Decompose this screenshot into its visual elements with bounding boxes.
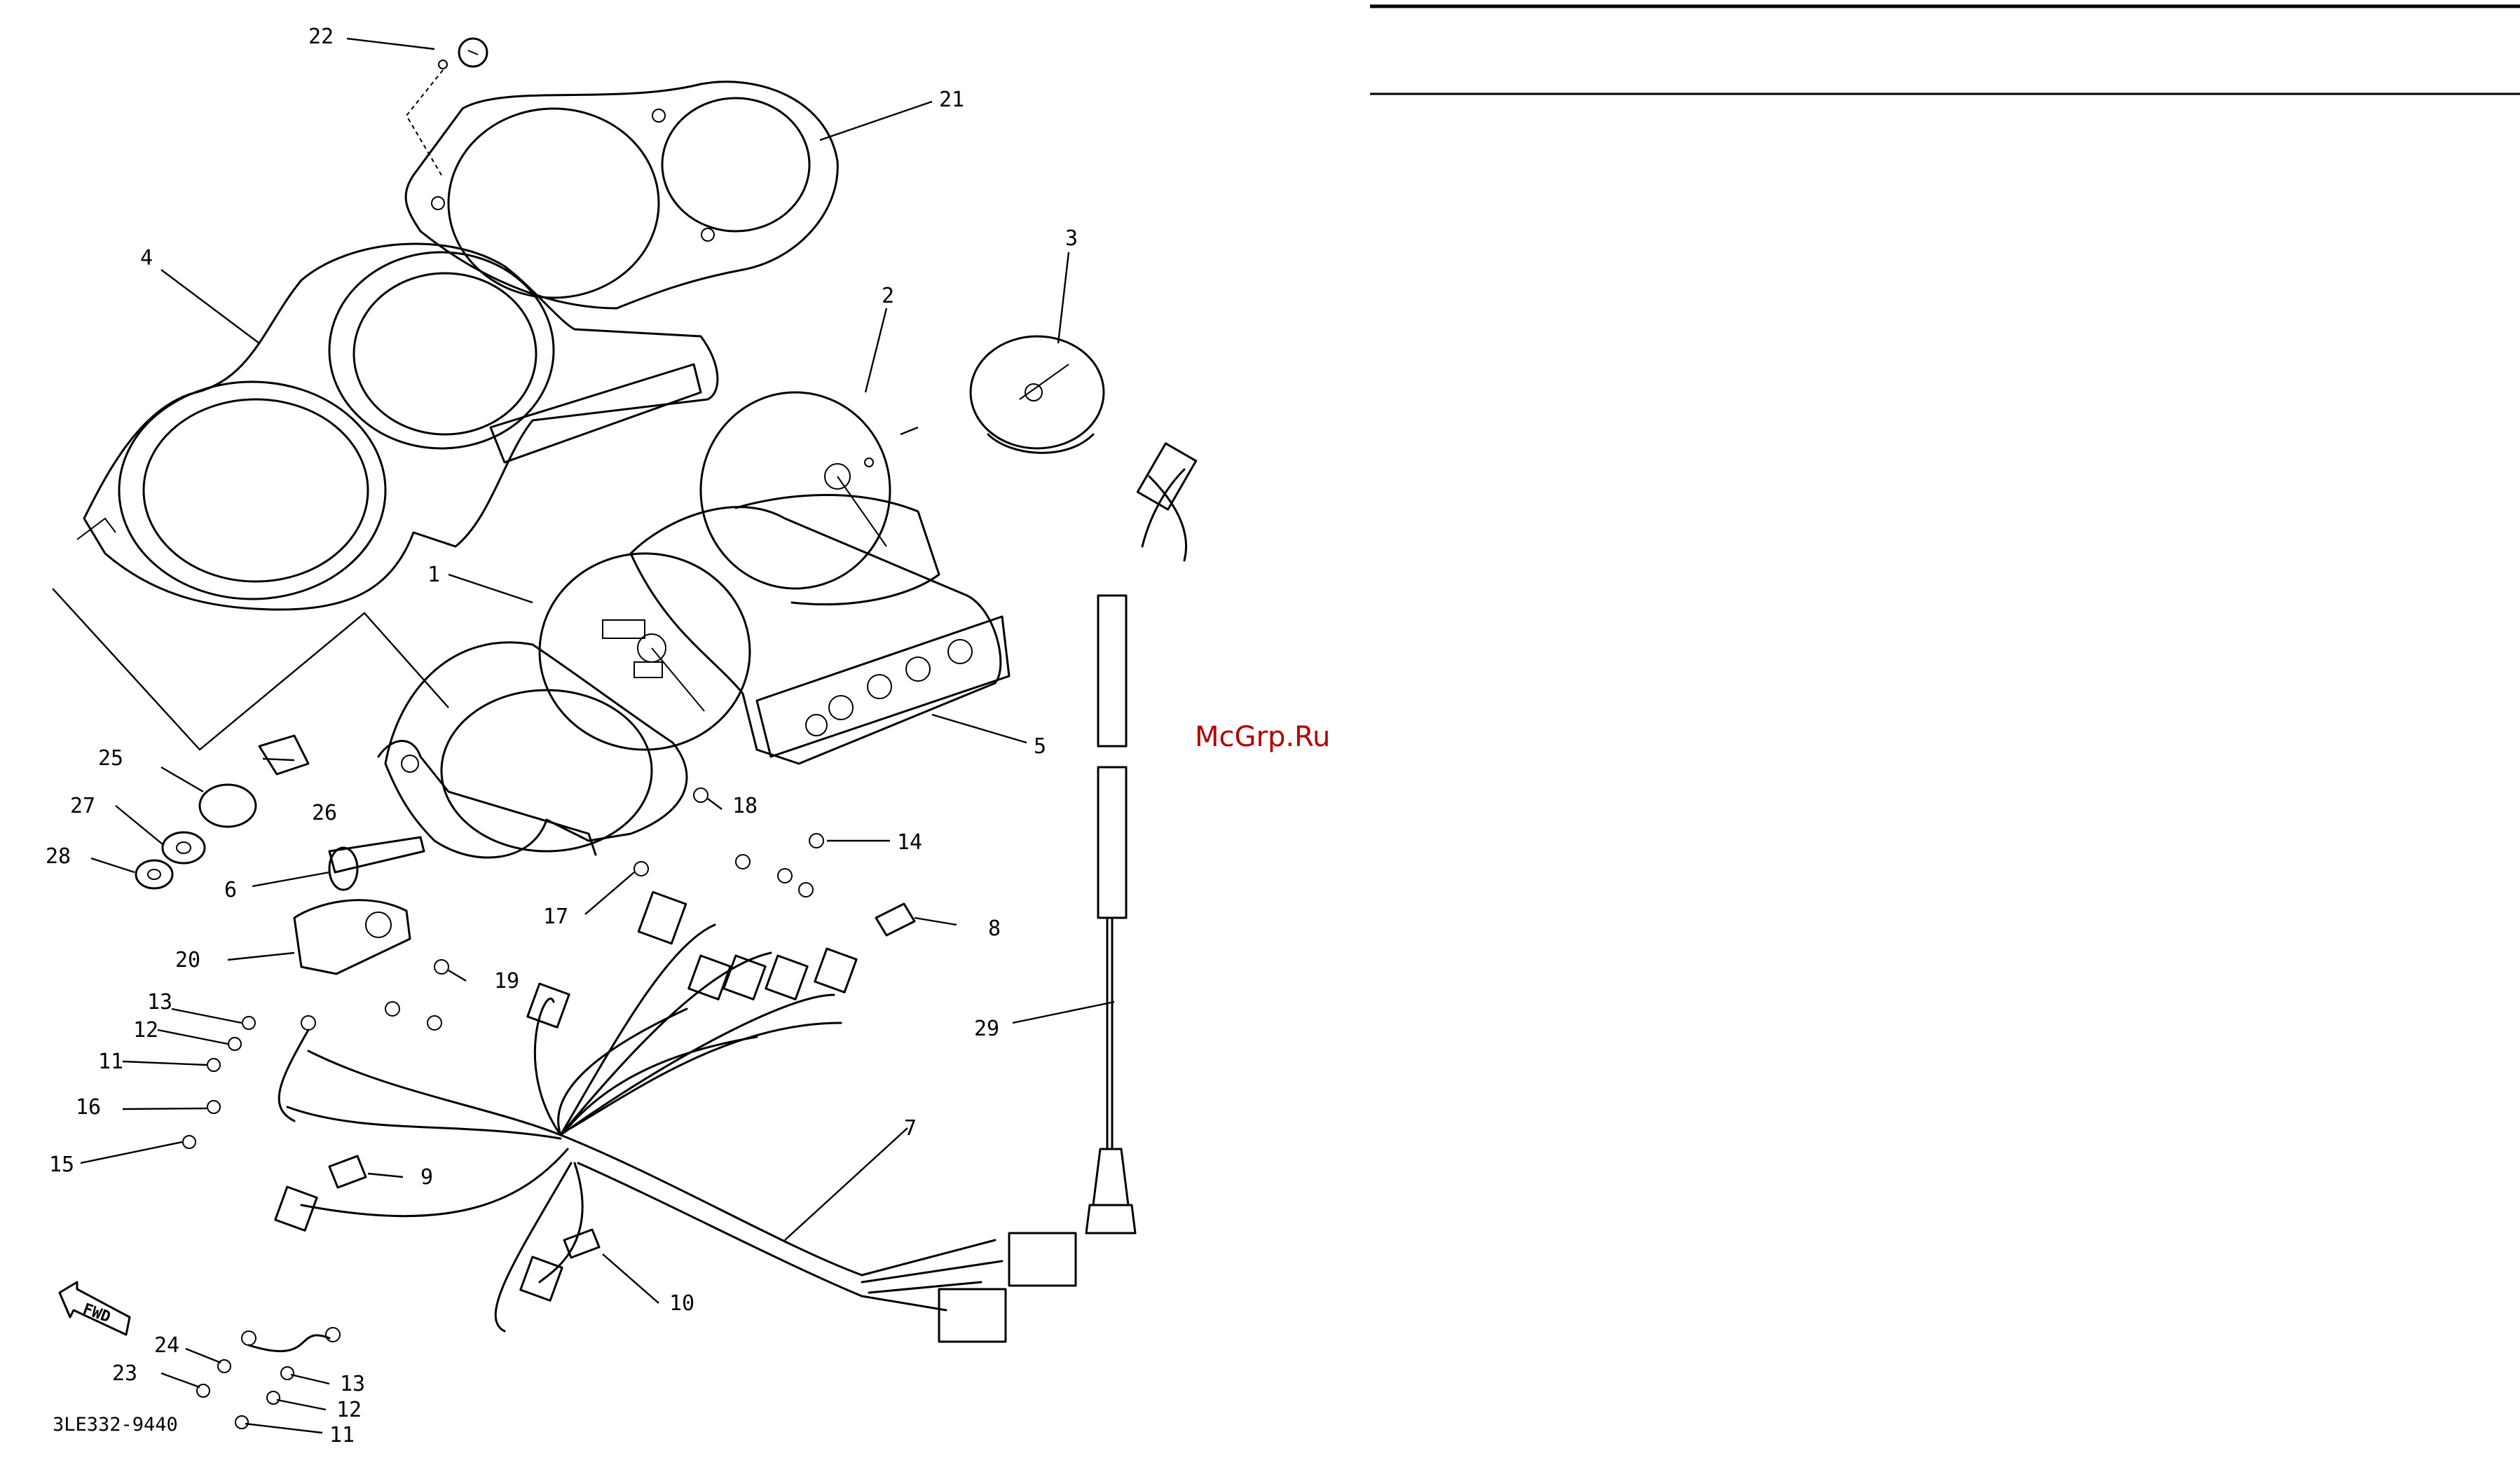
drawing-code: 3LE332-9440	[53, 1414, 178, 1436]
forward-arrow-icon: FWD	[60, 1282, 130, 1335]
callout-14: 14	[897, 830, 922, 855]
header-rules	[1370, 6, 2520, 94]
callout-20: 20	[175, 948, 200, 972]
meter-case-part	[631, 507, 1009, 764]
callout-26: 26	[312, 801, 337, 825]
callout-29: 29	[974, 1017, 999, 1041]
callout-5: 5	[1034, 734, 1046, 759]
screw-part	[439, 39, 487, 69]
speedometer-cable-part	[1086, 443, 1196, 1233]
callout-19: 19	[494, 969, 519, 993]
callout-9: 9	[420, 1165, 433, 1190]
callout-6: 6	[224, 878, 237, 902]
callout-23: 23	[112, 1361, 137, 1386]
callout-3: 3	[1065, 226, 1078, 251]
speedometer-part	[540, 553, 750, 750]
callout-27: 27	[70, 794, 95, 818]
callout-10: 10	[669, 1291, 694, 1316]
callout-11a: 11	[98, 1050, 123, 1074]
small-parts	[136, 736, 915, 1429]
callout-12a: 12	[133, 1018, 158, 1043]
callout-24: 24	[154, 1333, 179, 1358]
callout-4: 4	[140, 246, 153, 270]
callout-18: 18	[732, 794, 758, 818]
callout-1: 1	[427, 563, 440, 587]
callout-12b: 12	[336, 1398, 362, 1422]
callout-8: 8	[988, 916, 1001, 941]
meter-cover-part	[406, 82, 837, 308]
callout-11b: 11	[329, 1423, 355, 1447]
meter-housing-part	[77, 244, 718, 610]
callout-13b: 13	[340, 1372, 365, 1396]
callout-15: 15	[49, 1153, 74, 1177]
tachometer-part	[701, 392, 939, 605]
leader-lines	[81, 39, 1114, 1433]
callout-2: 2	[882, 284, 894, 308]
callout-25: 25	[98, 746, 123, 771]
callout-28: 28	[46, 844, 71, 869]
callout-21: 21	[939, 88, 964, 112]
callout-labels: 22 21 3 4 2 1 5 25 26 18 27 14 28 6 17 8…	[46, 25, 1078, 1447]
watermark: McGrp.Ru	[1195, 721, 1330, 753]
callout-13a: 13	[147, 990, 172, 1014]
small-meter-part	[971, 336, 1104, 453]
callout-7: 7	[904, 1116, 917, 1141]
callout-17: 17	[543, 904, 568, 929]
callout-16: 16	[76, 1095, 101, 1120]
callout-22: 22	[308, 25, 334, 49]
